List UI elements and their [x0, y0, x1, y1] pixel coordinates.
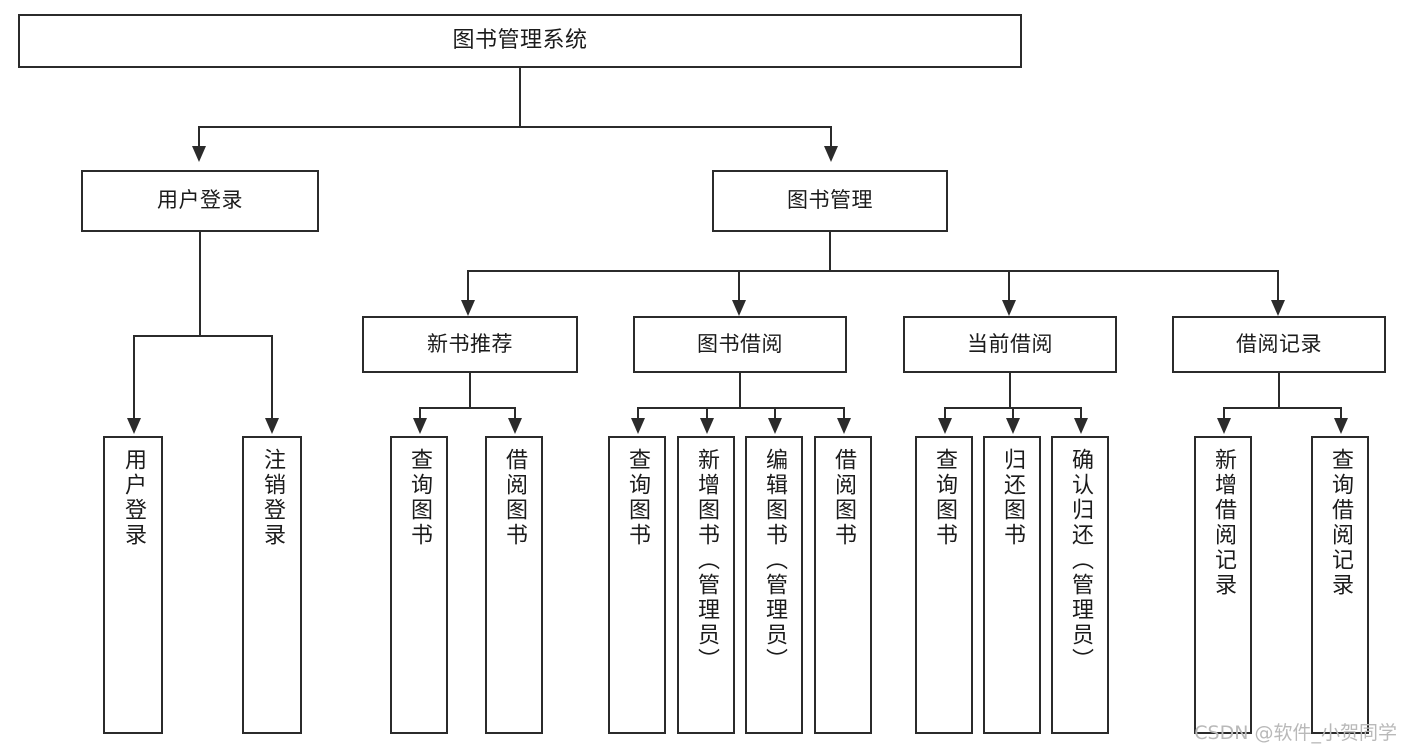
node-new-book-rec[interactable]: 新书推荐 [362, 316, 578, 373]
node-leaf-borrow-book-2-label: 借阅图书 [831, 448, 856, 548]
node-current-borrow[interactable]: 当前借阅 [903, 316, 1117, 373]
connector-book-borrow-bar [637, 407, 843, 409]
node-root[interactable]: 图书管理系统 [18, 14, 1022, 68]
node-leaf-query-book-1-label: 查询图书 [407, 448, 432, 548]
connector-new-book-rec-bar [419, 407, 515, 409]
node-leaf-confirm-return-label: 确认归还（管理员） [1068, 448, 1093, 673]
connector-new-book-rec-stem [469, 373, 471, 407]
connector-book-manage-drop-3 [1008, 270, 1010, 302]
node-leaf-query-record-label: 查询借阅记录 [1328, 448, 1353, 598]
connector-user-login-bar [133, 335, 272, 337]
arrow-to-leaf-user-logout [265, 418, 279, 434]
node-book-borrow[interactable]: 图书借阅 [633, 316, 847, 373]
node-leaf-query-book-2[interactable]: 查询图书 [608, 436, 666, 734]
node-current-borrow-label: 当前借阅 [967, 331, 1053, 356]
node-user-login[interactable]: 用户登录 [81, 170, 319, 232]
arrow-to-borrow-record [1271, 300, 1285, 316]
connector-root-bar [198, 126, 832, 128]
arrow-to-leaf-borrow-book-1 [508, 418, 522, 434]
node-leaf-return-book-label: 归还图书 [1000, 448, 1025, 548]
connector-user-login-drop-2 [271, 335, 273, 420]
connector-root-to-user-login [198, 126, 200, 148]
node-leaf-edit-book-label: 编辑图书（管理员） [762, 448, 787, 673]
connector-borrow-record-bar [1223, 407, 1341, 409]
watermark-text: CSDN @软件_小贺同学 [1194, 722, 1397, 744]
connector-borrow-record-drop-2 [1340, 407, 1342, 420]
node-leaf-add-book[interactable]: 新增图书（管理员） [677, 436, 735, 734]
node-leaf-query-record[interactable]: 查询借阅记录 [1311, 436, 1369, 734]
connector-new-book-rec-drop-2 [514, 407, 516, 420]
arrow-to-leaf-query-record [1334, 418, 1348, 434]
connector-book-borrow-drop-4 [843, 407, 845, 420]
connector-current-borrow-drop-1 [944, 407, 946, 420]
node-user-login-label: 用户登录 [157, 188, 243, 213]
node-root-label: 图书管理系统 [452, 27, 588, 53]
arrow-to-leaf-query-book-2 [631, 418, 645, 434]
arrow-to-leaf-edit-book [768, 418, 782, 434]
connector-book-borrow-drop-2 [706, 407, 708, 420]
node-leaf-return-book[interactable]: 归还图书 [983, 436, 1041, 734]
node-leaf-user-logout[interactable]: 注销登录 [242, 436, 302, 734]
connector-borrow-record-stem [1278, 373, 1280, 407]
connector-root-to-book-manage [830, 126, 832, 148]
connector-book-manage-drop-2 [738, 270, 740, 302]
node-leaf-add-record[interactable]: 新增借阅记录 [1194, 436, 1252, 734]
node-borrow-record-label: 借阅记录 [1236, 331, 1322, 356]
connector-current-borrow-drop-3 [1080, 407, 1082, 420]
node-leaf-user-login[interactable]: 用户登录 [103, 436, 163, 734]
node-leaf-add-book-label: 新增图书（管理员） [694, 448, 719, 673]
arrow-to-leaf-return-book [1006, 418, 1020, 434]
node-book-manage-label: 图书管理 [787, 188, 873, 213]
node-leaf-add-record-label: 新增借阅记录 [1211, 448, 1236, 598]
node-leaf-borrow-book-1[interactable]: 借阅图书 [485, 436, 543, 734]
connector-book-manage-stem [829, 232, 831, 270]
node-book-borrow-label: 图书借阅 [697, 331, 783, 356]
arrow-to-leaf-confirm-return [1074, 418, 1088, 434]
arrow-to-leaf-user-login [127, 418, 141, 434]
connector-book-borrow-drop-1 [637, 407, 639, 420]
node-leaf-query-book-1[interactable]: 查询图书 [390, 436, 448, 734]
connector-user-login-stem [199, 232, 201, 335]
arrow-to-book-borrow [732, 300, 746, 316]
node-book-manage[interactable]: 图书管理 [712, 170, 948, 232]
connector-borrow-record-drop-1 [1223, 407, 1225, 420]
connector-root-stem [519, 68, 521, 126]
connector-book-manage-bar [467, 270, 1278, 272]
connector-book-borrow-drop-3 [774, 407, 776, 420]
connector-user-login-drop-1 [133, 335, 135, 420]
connector-book-manage-drop-1 [467, 270, 469, 302]
node-leaf-query-book-3[interactable]: 查询图书 [915, 436, 973, 734]
node-leaf-borrow-book-2[interactable]: 借阅图书 [814, 436, 872, 734]
node-borrow-record[interactable]: 借阅记录 [1172, 316, 1386, 373]
node-leaf-query-book-2-label: 查询图书 [625, 448, 650, 548]
arrow-to-new-book-rec [461, 300, 475, 316]
arrow-to-current-borrow [1002, 300, 1016, 316]
node-leaf-confirm-return[interactable]: 确认归还（管理员） [1051, 436, 1109, 734]
arrow-to-leaf-borrow-book-2 [837, 418, 851, 434]
node-new-book-rec-label: 新书推荐 [427, 331, 513, 356]
connector-current-borrow-stem [1009, 373, 1011, 407]
arrow-to-book-manage [824, 146, 838, 162]
arrow-to-leaf-query-book-1 [413, 418, 427, 434]
node-leaf-edit-book[interactable]: 编辑图书（管理员） [745, 436, 803, 734]
arrow-to-leaf-query-book-3 [938, 418, 952, 434]
node-leaf-user-login-label: 用户登录 [121, 448, 146, 548]
arrow-to-leaf-add-record [1217, 418, 1231, 434]
connector-new-book-rec-drop-1 [419, 407, 421, 420]
arrow-to-leaf-add-book [700, 418, 714, 434]
connector-book-borrow-stem [739, 373, 741, 407]
node-leaf-query-book-3-label: 查询图书 [932, 448, 957, 548]
node-leaf-user-logout-label: 注销登录 [260, 448, 285, 548]
node-leaf-borrow-book-1-label: 借阅图书 [502, 448, 527, 548]
arrow-to-user-login [192, 146, 206, 162]
connector-current-borrow-drop-2 [1012, 407, 1014, 420]
connector-book-manage-drop-4 [1277, 270, 1279, 302]
